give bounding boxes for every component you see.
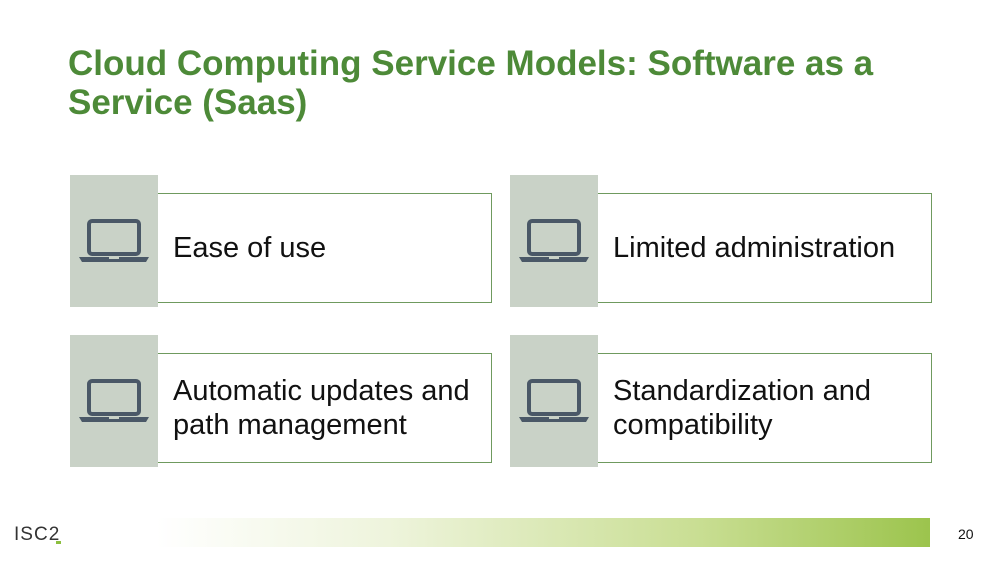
card-standardization: Standardization and compatibility	[510, 335, 932, 467]
logo-digit: 2	[48, 524, 62, 545]
card-label: Ease of use	[173, 232, 327, 264]
laptop-icon	[519, 379, 589, 422]
isc2-logo: ISC2	[14, 524, 62, 546]
card-ease-of-use: Ease of use	[70, 175, 492, 307]
footer-gradient-bar	[156, 518, 930, 547]
card-automatic-updates: Automatic updates and path management	[70, 335, 492, 467]
card-label: Standardization and compatibility	[613, 375, 871, 441]
card-limited-administration: Limited administration	[510, 175, 932, 307]
page-number: 20	[958, 526, 974, 542]
card-label: Automatic updates and path management	[173, 375, 470, 441]
icon-tile	[510, 335, 598, 467]
slide-title: Cloud Computing Service Models: Software…	[68, 44, 874, 122]
laptop-icon	[519, 219, 589, 262]
card-label: Limited administration	[613, 232, 896, 264]
icon-tile	[70, 335, 158, 467]
icon-tile	[510, 175, 598, 307]
laptop-icon	[79, 379, 149, 422]
icon-tile	[70, 175, 158, 307]
logo-text: ISC	[14, 524, 49, 545]
laptop-icon	[79, 219, 149, 262]
